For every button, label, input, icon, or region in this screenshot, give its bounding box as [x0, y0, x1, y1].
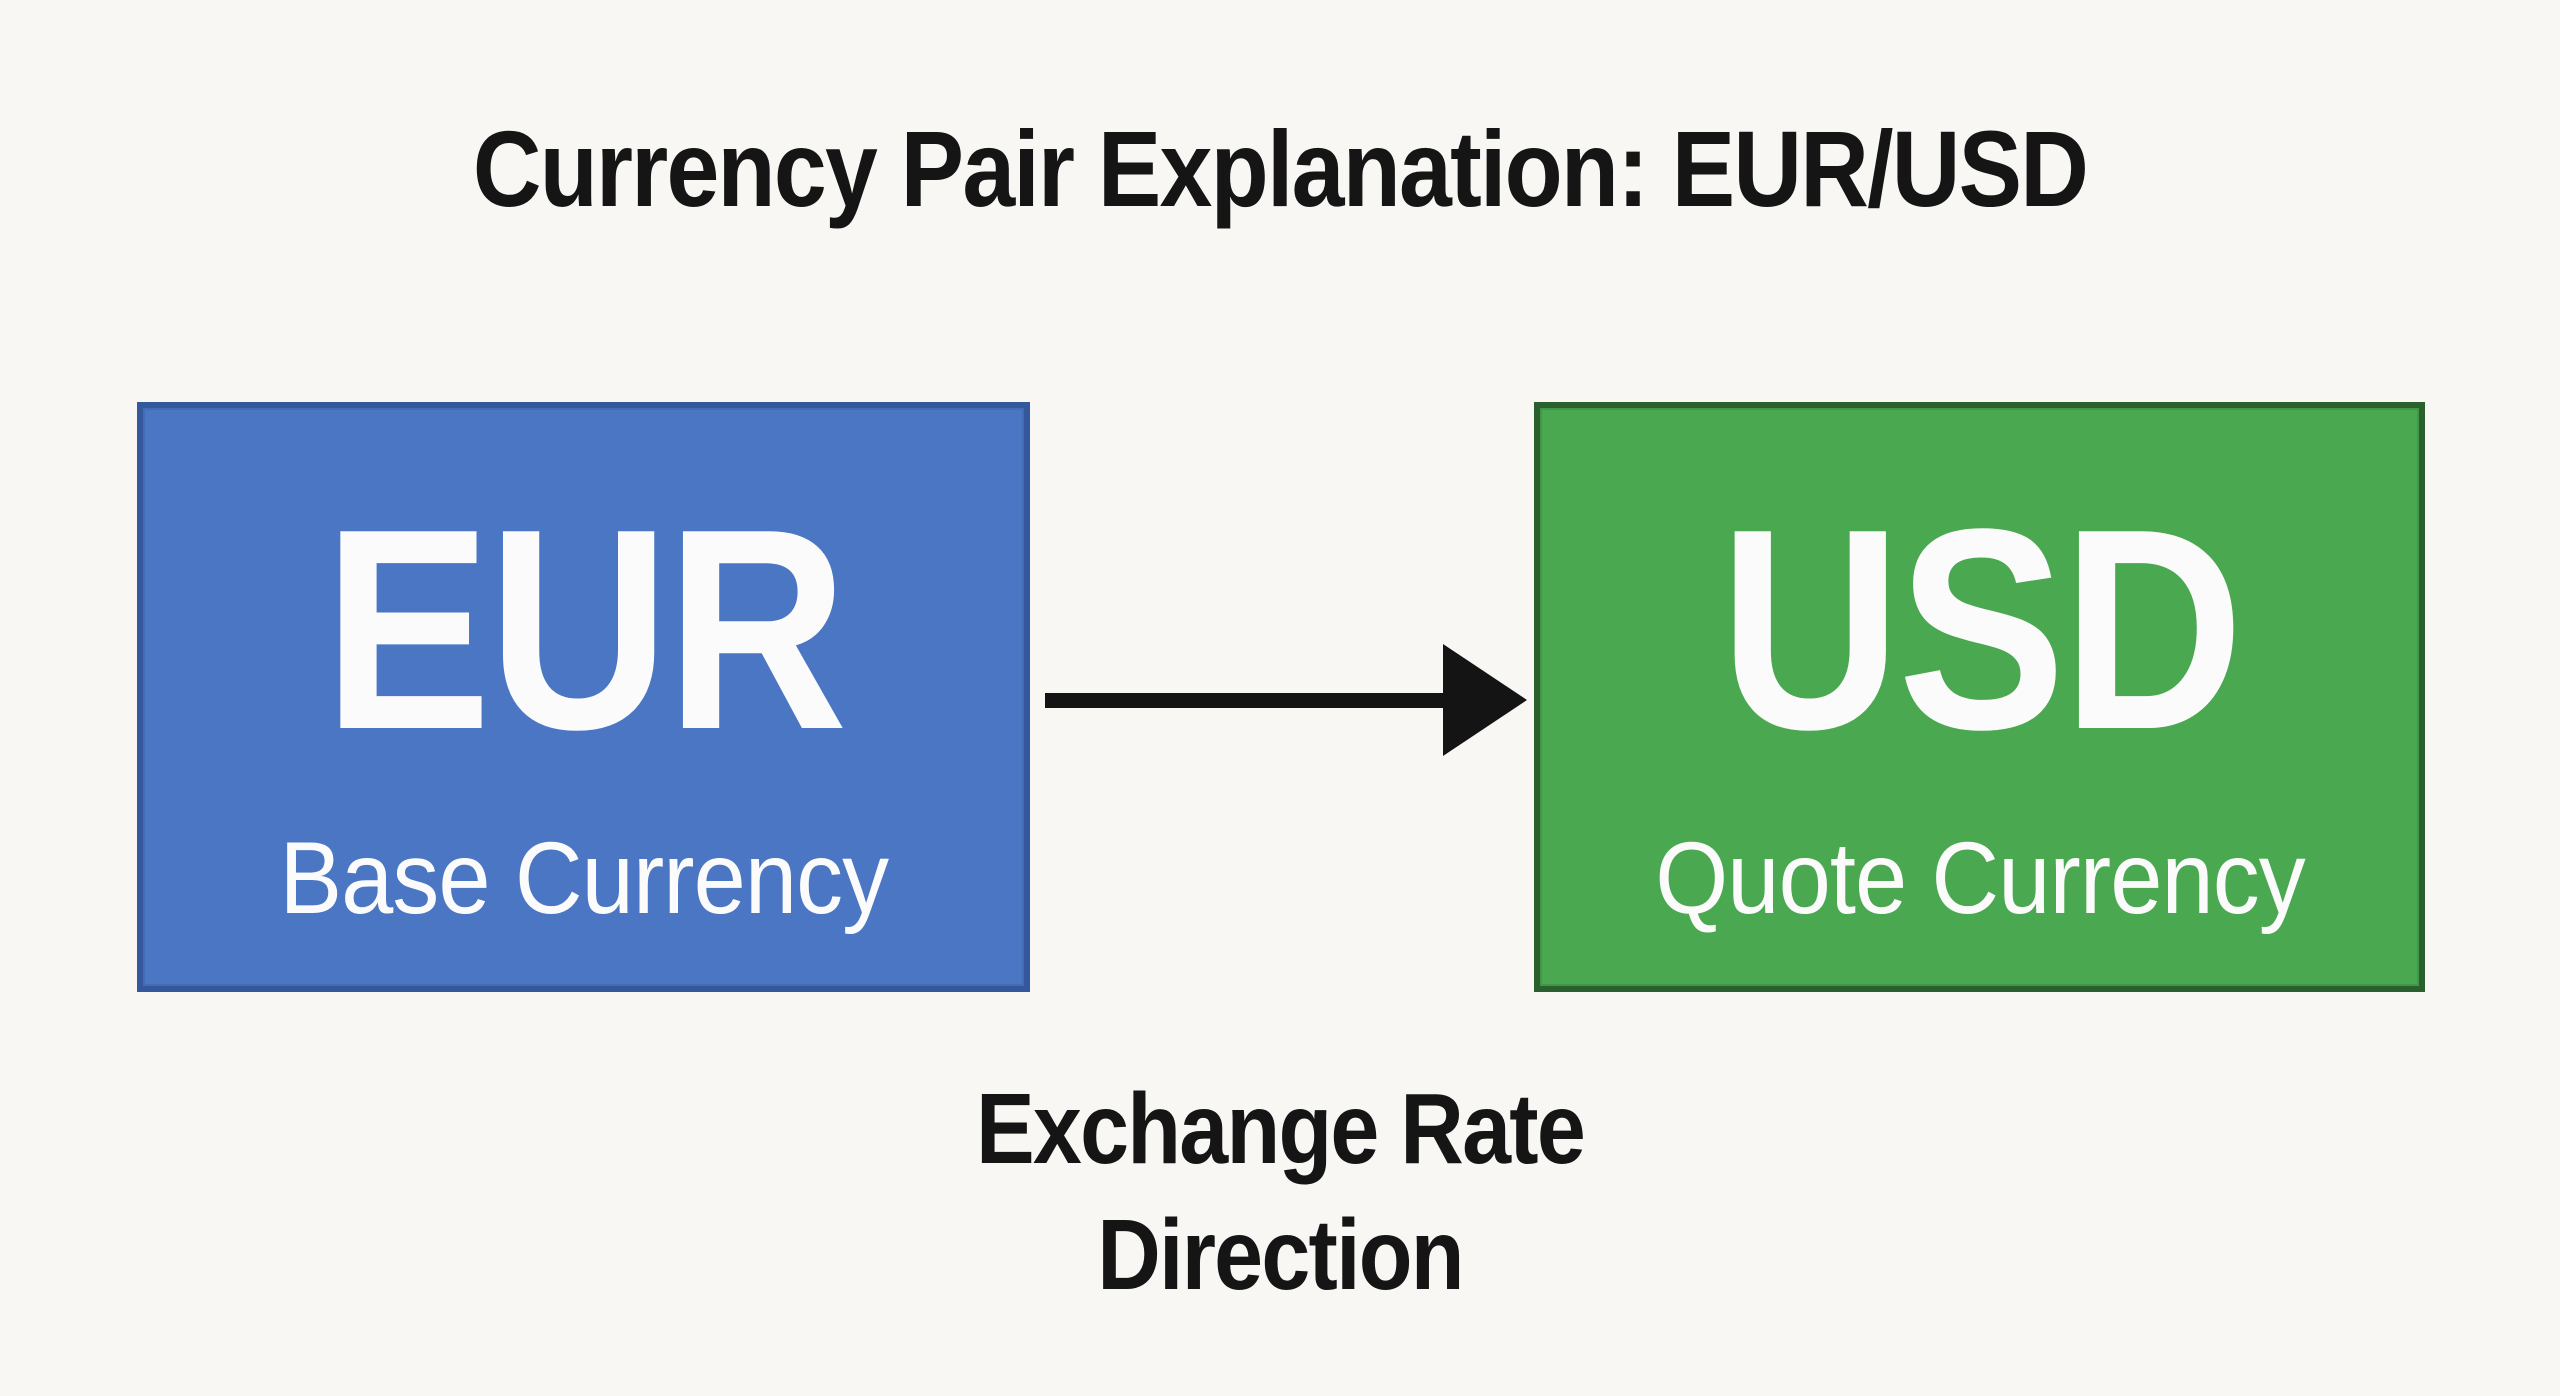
exchange-rate-direction-caption: Exchange Rate Direction: [154, 1066, 2407, 1318]
base-currency-box: EUR Base Currency: [137, 402, 1030, 992]
exchange-direction-arrow: [1045, 644, 1527, 756]
quote-currency-role-label: Quote Currency: [1654, 820, 2305, 935]
base-currency-code: EUR: [323, 469, 847, 789]
base-currency-role-label: Base Currency: [279, 820, 889, 935]
caption-line-2: Direction: [1097, 1199, 1464, 1311]
page-title: Currency Pair Explanation: EUR/USD: [472, 108, 2089, 229]
quote-currency-code: USD: [1719, 469, 2243, 789]
caption-line-1: Exchange Rate: [975, 1073, 1586, 1185]
arrow-line: [1045, 693, 1453, 708]
quote-currency-box: USD Quote Currency: [1534, 402, 2425, 992]
arrow-right-icon: [1443, 644, 1527, 756]
